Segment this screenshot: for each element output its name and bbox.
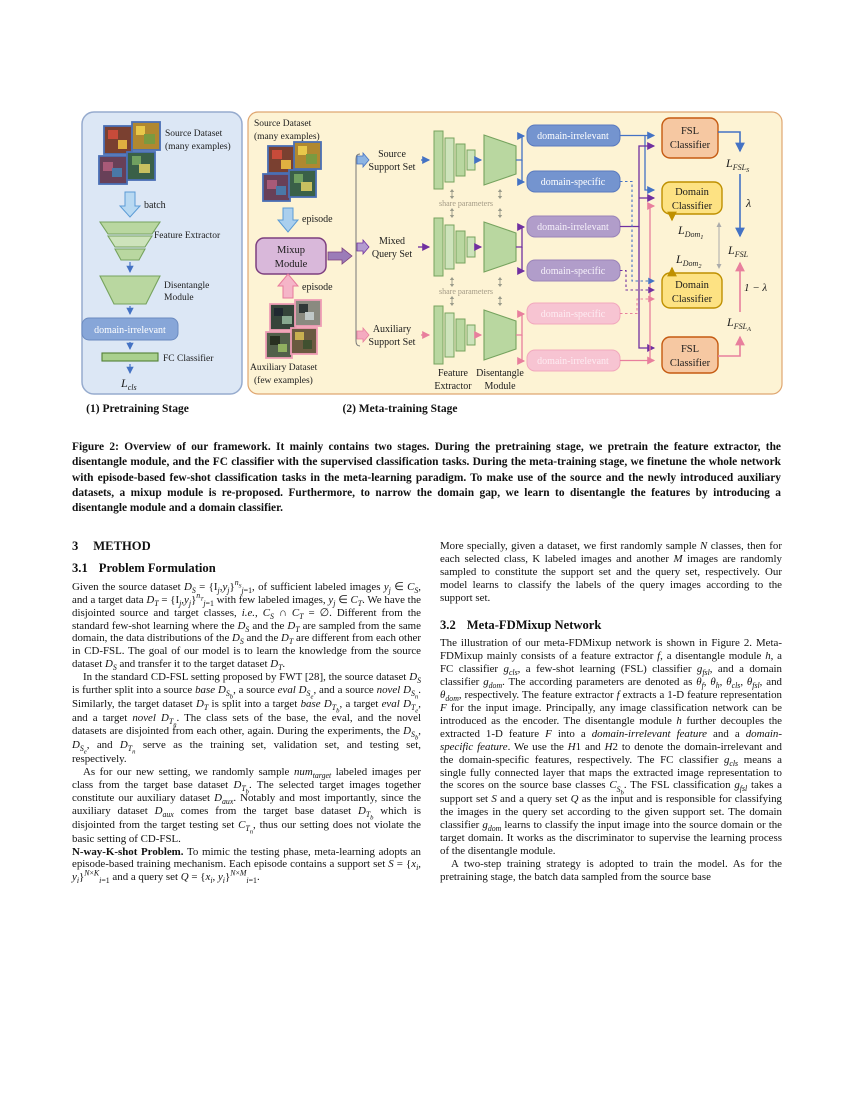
auxiliary-support-set-label: Auxiliary [373, 324, 411, 335]
episode-label-bottom: episode [302, 282, 333, 293]
svg-text:(many examples): (many examples) [254, 131, 320, 142]
source-dataset-label: Source Dataset [165, 129, 223, 139]
one-minus-lambda-label: 1 − λ [744, 282, 767, 294]
domain-irrelevant-feature-box [81, 317, 179, 341]
disentangle-module-3 [483, 309, 517, 361]
paragraph-network-2: A two-step training strategy is adopted … [440, 857, 782, 883]
svg-text:Classifier: Classifier [670, 140, 711, 151]
svg-text:(few examples): (few examples) [254, 375, 313, 386]
svg-text:Classifier: Classifier [670, 358, 711, 369]
paragraph-episodes: More specially, given a dataset, we firs… [440, 540, 782, 604]
paragraph-problem-2: In the standard CD-FSL setting proposed … [72, 671, 421, 765]
svg-text:Domain: Domain [675, 187, 710, 198]
share-parameters-label-2: share parameters [439, 287, 493, 296]
disentangle-module-label: Disentangle [164, 281, 209, 291]
fc-classifier-bar [101, 352, 159, 362]
disentangle-module-caption: Disentangle [476, 368, 524, 379]
feature-extractor-label: Feature Extractor [154, 231, 221, 241]
fc-classifier-label: FC Classifier [163, 353, 214, 364]
source-dataset-thumbnails [262, 141, 322, 202]
episode-label-top: episode [302, 214, 333, 225]
disentangle-module-1 [483, 134, 517, 186]
feature-extractor-caption: Feature [438, 368, 469, 379]
source-dataset-label: Source Dataset [254, 119, 312, 129]
domain-classifier-1-box [661, 181, 723, 215]
domain-classifier-2-box [661, 272, 723, 309]
meta-training-stage-caption: (2) Meta-training Stage [342, 403, 458, 415]
svg-text:Classifier: Classifier [672, 294, 713, 305]
svg-text:domain-irrelevant: domain-irrelevant [537, 131, 609, 142]
svg-text:Support Set: Support Set [369, 162, 416, 173]
feature-extractor-2 [433, 217, 476, 277]
section-title: Meta-FDMixup Network [466, 617, 602, 632]
batch-label: batch [144, 200, 166, 211]
svg-text:Query Set: Query Set [372, 249, 412, 260]
source-support-set-label: Source [378, 149, 406, 160]
feature-extractor-3 [433, 305, 476, 365]
meta-training-panel: Source Dataset (many examples) episode M… [247, 111, 783, 395]
loss-fsl-s-label: LFSLS [725, 156, 750, 174]
feature-extractor-shape [98, 221, 162, 261]
section-heading-method: 3 METHOD [72, 540, 421, 553]
loss-cls-label: Lcls [120, 376, 137, 392]
auxiliary-dataset-label: Auxiliary Dataset [250, 363, 318, 373]
svg-text:Module: Module [275, 259, 308, 270]
section-title: Problem Formulation [98, 560, 216, 575]
episode-down-arrow [276, 207, 300, 233]
pretraining-stage-caption: (1) Pretraining Stage [86, 403, 189, 415]
mixed-query-set-label: Mixed [379, 236, 405, 247]
svg-text:domain-irrelevant: domain-irrelevant [94, 325, 166, 336]
figure-2-caption: Figure 2: Overview of our framework. It … [72, 441, 781, 515]
mixup-output-arrow [327, 247, 353, 265]
episode-up-arrow [276, 273, 300, 299]
svg-text:Support Set: Support Set [369, 337, 416, 348]
svg-text:domain-specific: domain-specific [541, 266, 606, 277]
batch-arrow [118, 191, 142, 218]
disentangle-module-shape [99, 275, 161, 305]
section-heading-network: 3.2 Meta-FDMixup Network [440, 617, 782, 632]
section-number: 3 [72, 539, 79, 553]
disentangle-module-2 [483, 221, 517, 273]
svg-text:domain-irrelevant: domain-irrelevant [537, 356, 609, 367]
svg-text:Classifier: Classifier [672, 201, 713, 212]
figure-2-diagram: Source Dataset (many examples) batch Fea… [0, 110, 850, 440]
svg-text:Extractor: Extractor [434, 381, 472, 392]
paragraph-problem-3: As for our new setting, we randomly samp… [72, 765, 422, 845]
pretraining-panel: Source Dataset (many examples) batch Fea… [81, 111, 243, 395]
branch-bracket [355, 153, 361, 347]
left-column: 3 METHOD 3.1 Problem Formulation Given the… [72, 540, 422, 886]
svg-text:FSL: FSL [681, 126, 699, 137]
source-dataset-sublabel: (many examples) [165, 141, 231, 152]
paragraph-network-1: The illustration of our meta-FDMixup net… [440, 637, 783, 857]
lambda-label: λ [745, 196, 751, 210]
section-number: 3.1 [72, 560, 88, 575]
svg-text:FSL: FSL [681, 344, 699, 355]
fsl-classifier-aux-box [661, 336, 719, 374]
svg-text:Mixup: Mixup [277, 245, 305, 256]
paragraph-nway-kshot: N-way-K-shot Problem. To mimic the testi… [72, 845, 421, 886]
share-parameters-label-1: share parameters [439, 199, 493, 208]
feature-extractor-1 [433, 130, 476, 190]
loss-fsl-a-label: LFSLA [726, 315, 751, 333]
loss-dom1-label: LDom1 [677, 223, 704, 241]
section-number: 3.2 [440, 617, 456, 632]
svg-text:Domain: Domain [675, 280, 710, 291]
svg-text:domain-specific: domain-specific [541, 177, 606, 188]
loss-fsl-label: LFSL [727, 243, 749, 259]
svg-text:domain-specific: domain-specific [541, 309, 606, 320]
figure-2-canvas: Source Dataset (many examples) batch Fea… [81, 111, 783, 395]
section-heading-problem-formulation: 3.1 Problem Formulation [72, 560, 421, 575]
paragraph-problem-1: Given the source dataset DS = {Ij,yj}nSj… [72, 578, 422, 673]
svg-text:Module: Module [484, 381, 516, 392]
mixup-module-box [255, 237, 327, 275]
svg-text:domain-irrelevant: domain-irrelevant [537, 222, 609, 233]
loss-dom2-label: LDom2 [675, 252, 702, 270]
right-column: More specially, given a dataset, we firs… [440, 540, 782, 883]
fsl-classifier-source-box [661, 117, 719, 159]
svg-text:Module: Module [164, 293, 194, 303]
section-title: METHOD [93, 539, 151, 553]
